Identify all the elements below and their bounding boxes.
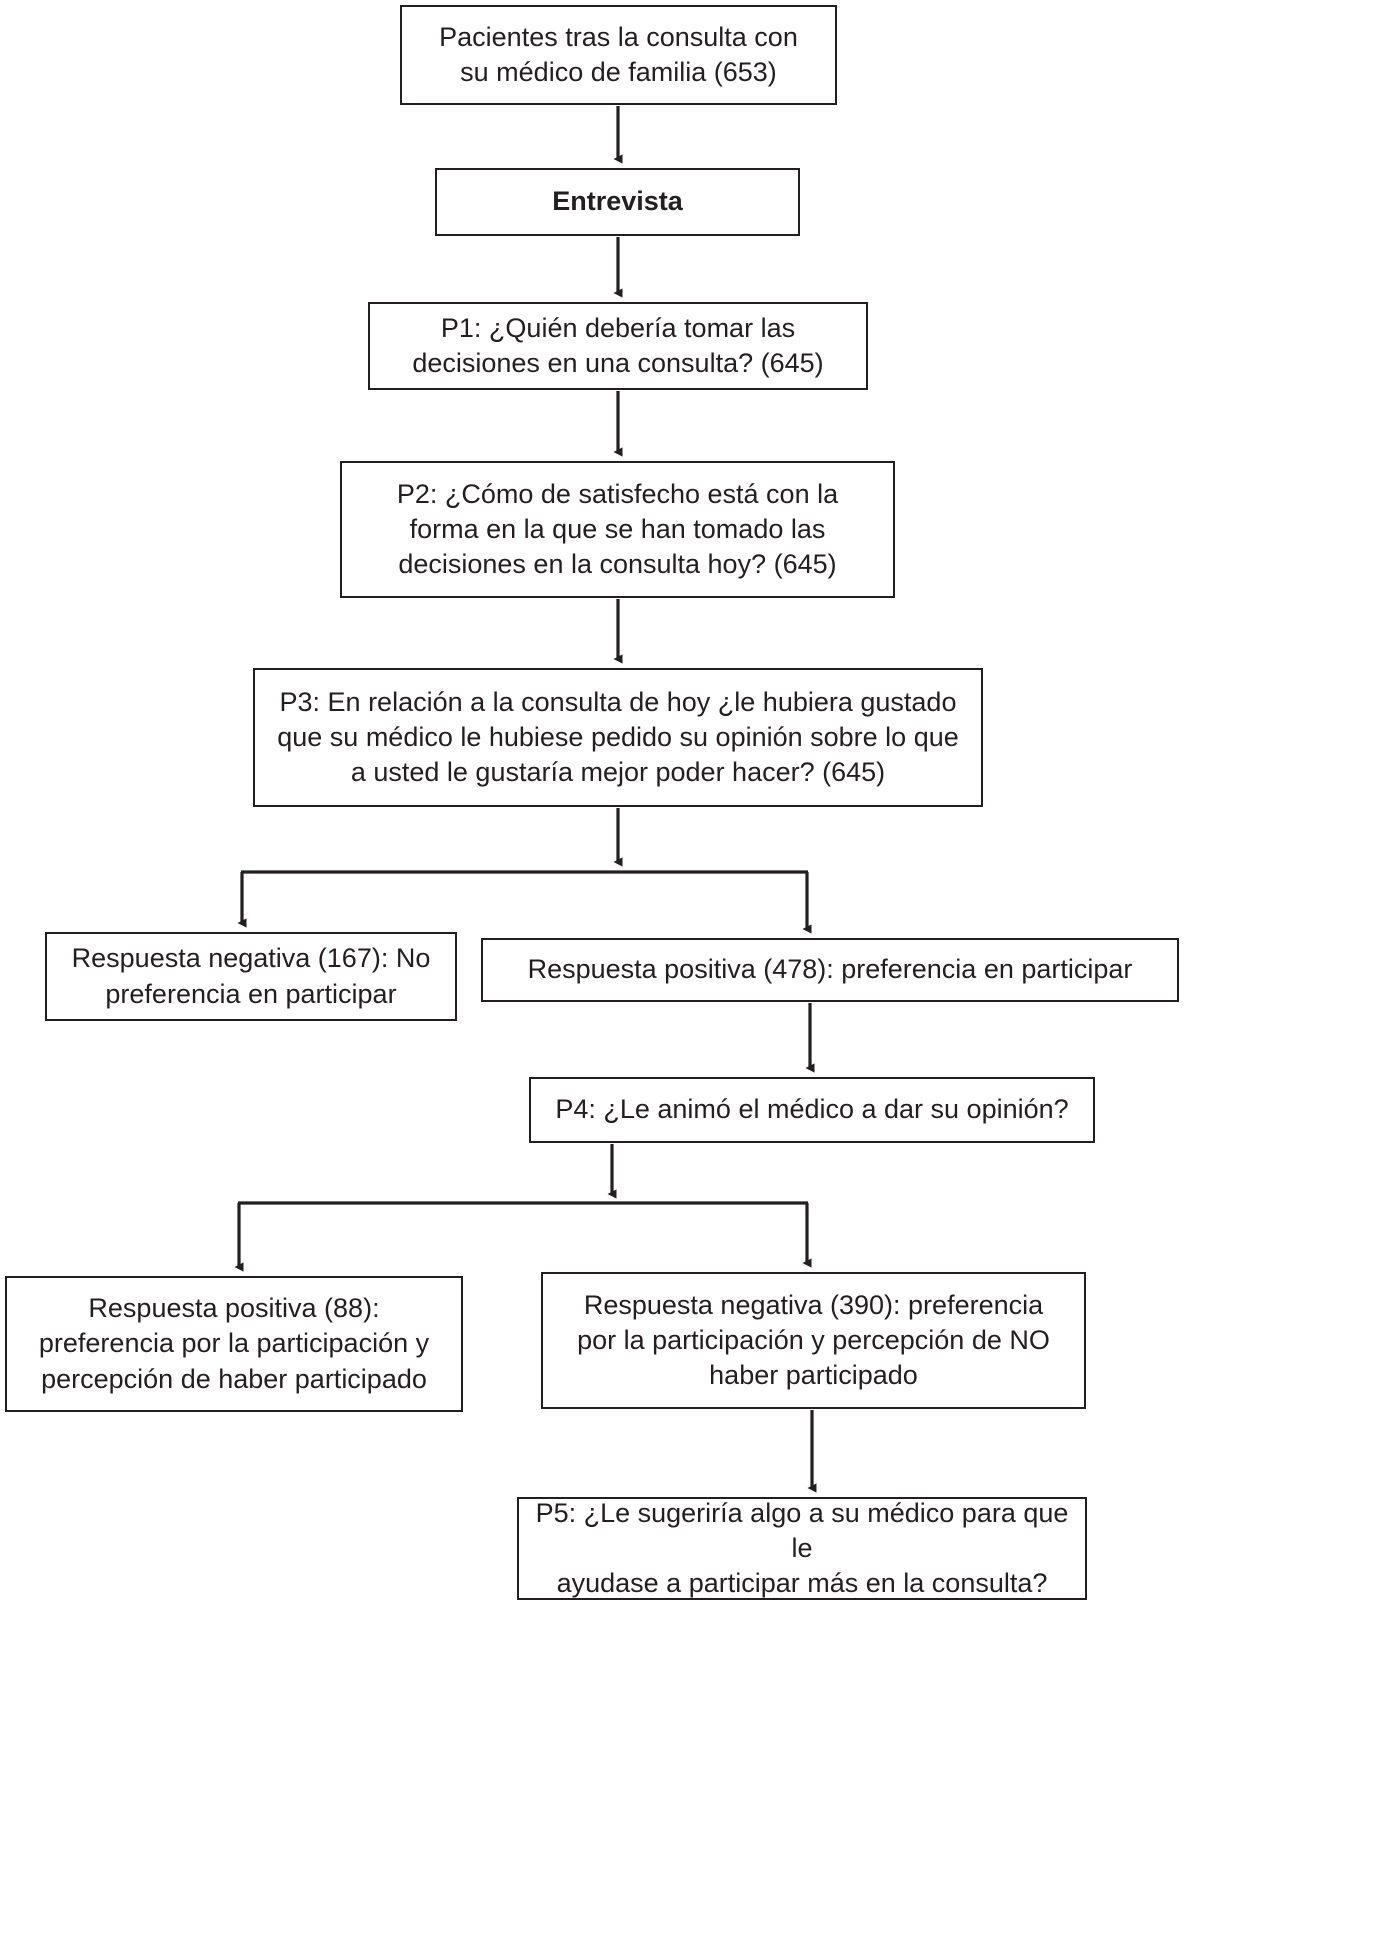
node-respuesta-negativa-167-label: Respuesta negativa (167): No preferencia… <box>71 943 431 1009</box>
node-p1-question: P1: ¿Quién debería tomar las decisiones … <box>368 302 868 390</box>
node-p2-question: P2: ¿Cómo de satisfecho está con la form… <box>340 461 895 598</box>
node-respuesta-negativa-390-label: Respuesta negativa (390): preferencia po… <box>577 1289 1050 1391</box>
node-p4-question: P4: ¿Le animó el médico a dar su opinión… <box>529 1077 1095 1143</box>
node-respuesta-negativa-167: Respuesta negativa (167): No preferencia… <box>45 932 457 1021</box>
node-respuesta-positiva-88: Respuesta positiva (88): preferencia por… <box>5 1276 463 1412</box>
node-p4-label: P4: ¿Le animó el médico a dar su opinión… <box>555 1094 1069 1125</box>
node-entrevista: Entrevista <box>435 168 800 236</box>
node-p1-label: P1: ¿Quién debería tomar las decisiones … <box>412 312 824 378</box>
node-respuesta-negativa-390: Respuesta negativa (390): preferencia po… <box>541 1272 1086 1409</box>
node-pacientes-label: Pacientes tras la consulta con su médico… <box>439 21 798 87</box>
node-respuesta-positiva-478: Respuesta positiva (478): preferencia en… <box>481 938 1179 1002</box>
node-p3-label: P3: En relación a la consulta de hoy ¿le… <box>277 686 959 788</box>
node-respuesta-positiva-478-label: Respuesta positiva (478): preferencia en… <box>527 954 1133 985</box>
node-p5-question: P5: ¿Le sugeriría algo a su médico para … <box>517 1497 1087 1600</box>
node-p3-question: P3: En relación a la consulta de hoy ¿le… <box>253 668 983 807</box>
node-respuesta-positiva-88-label: Respuesta positiva (88): preferencia por… <box>38 1293 430 1394</box>
node-pacientes: Pacientes tras la consulta con su médico… <box>400 5 837 105</box>
node-p5-label: P5: ¿Le sugeriría algo a su médico para … <box>535 1497 1069 1599</box>
node-p2-label: P2: ¿Cómo de satisfecho está con la form… <box>396 478 839 580</box>
node-entrevista-label: Entrevista <box>552 186 683 217</box>
